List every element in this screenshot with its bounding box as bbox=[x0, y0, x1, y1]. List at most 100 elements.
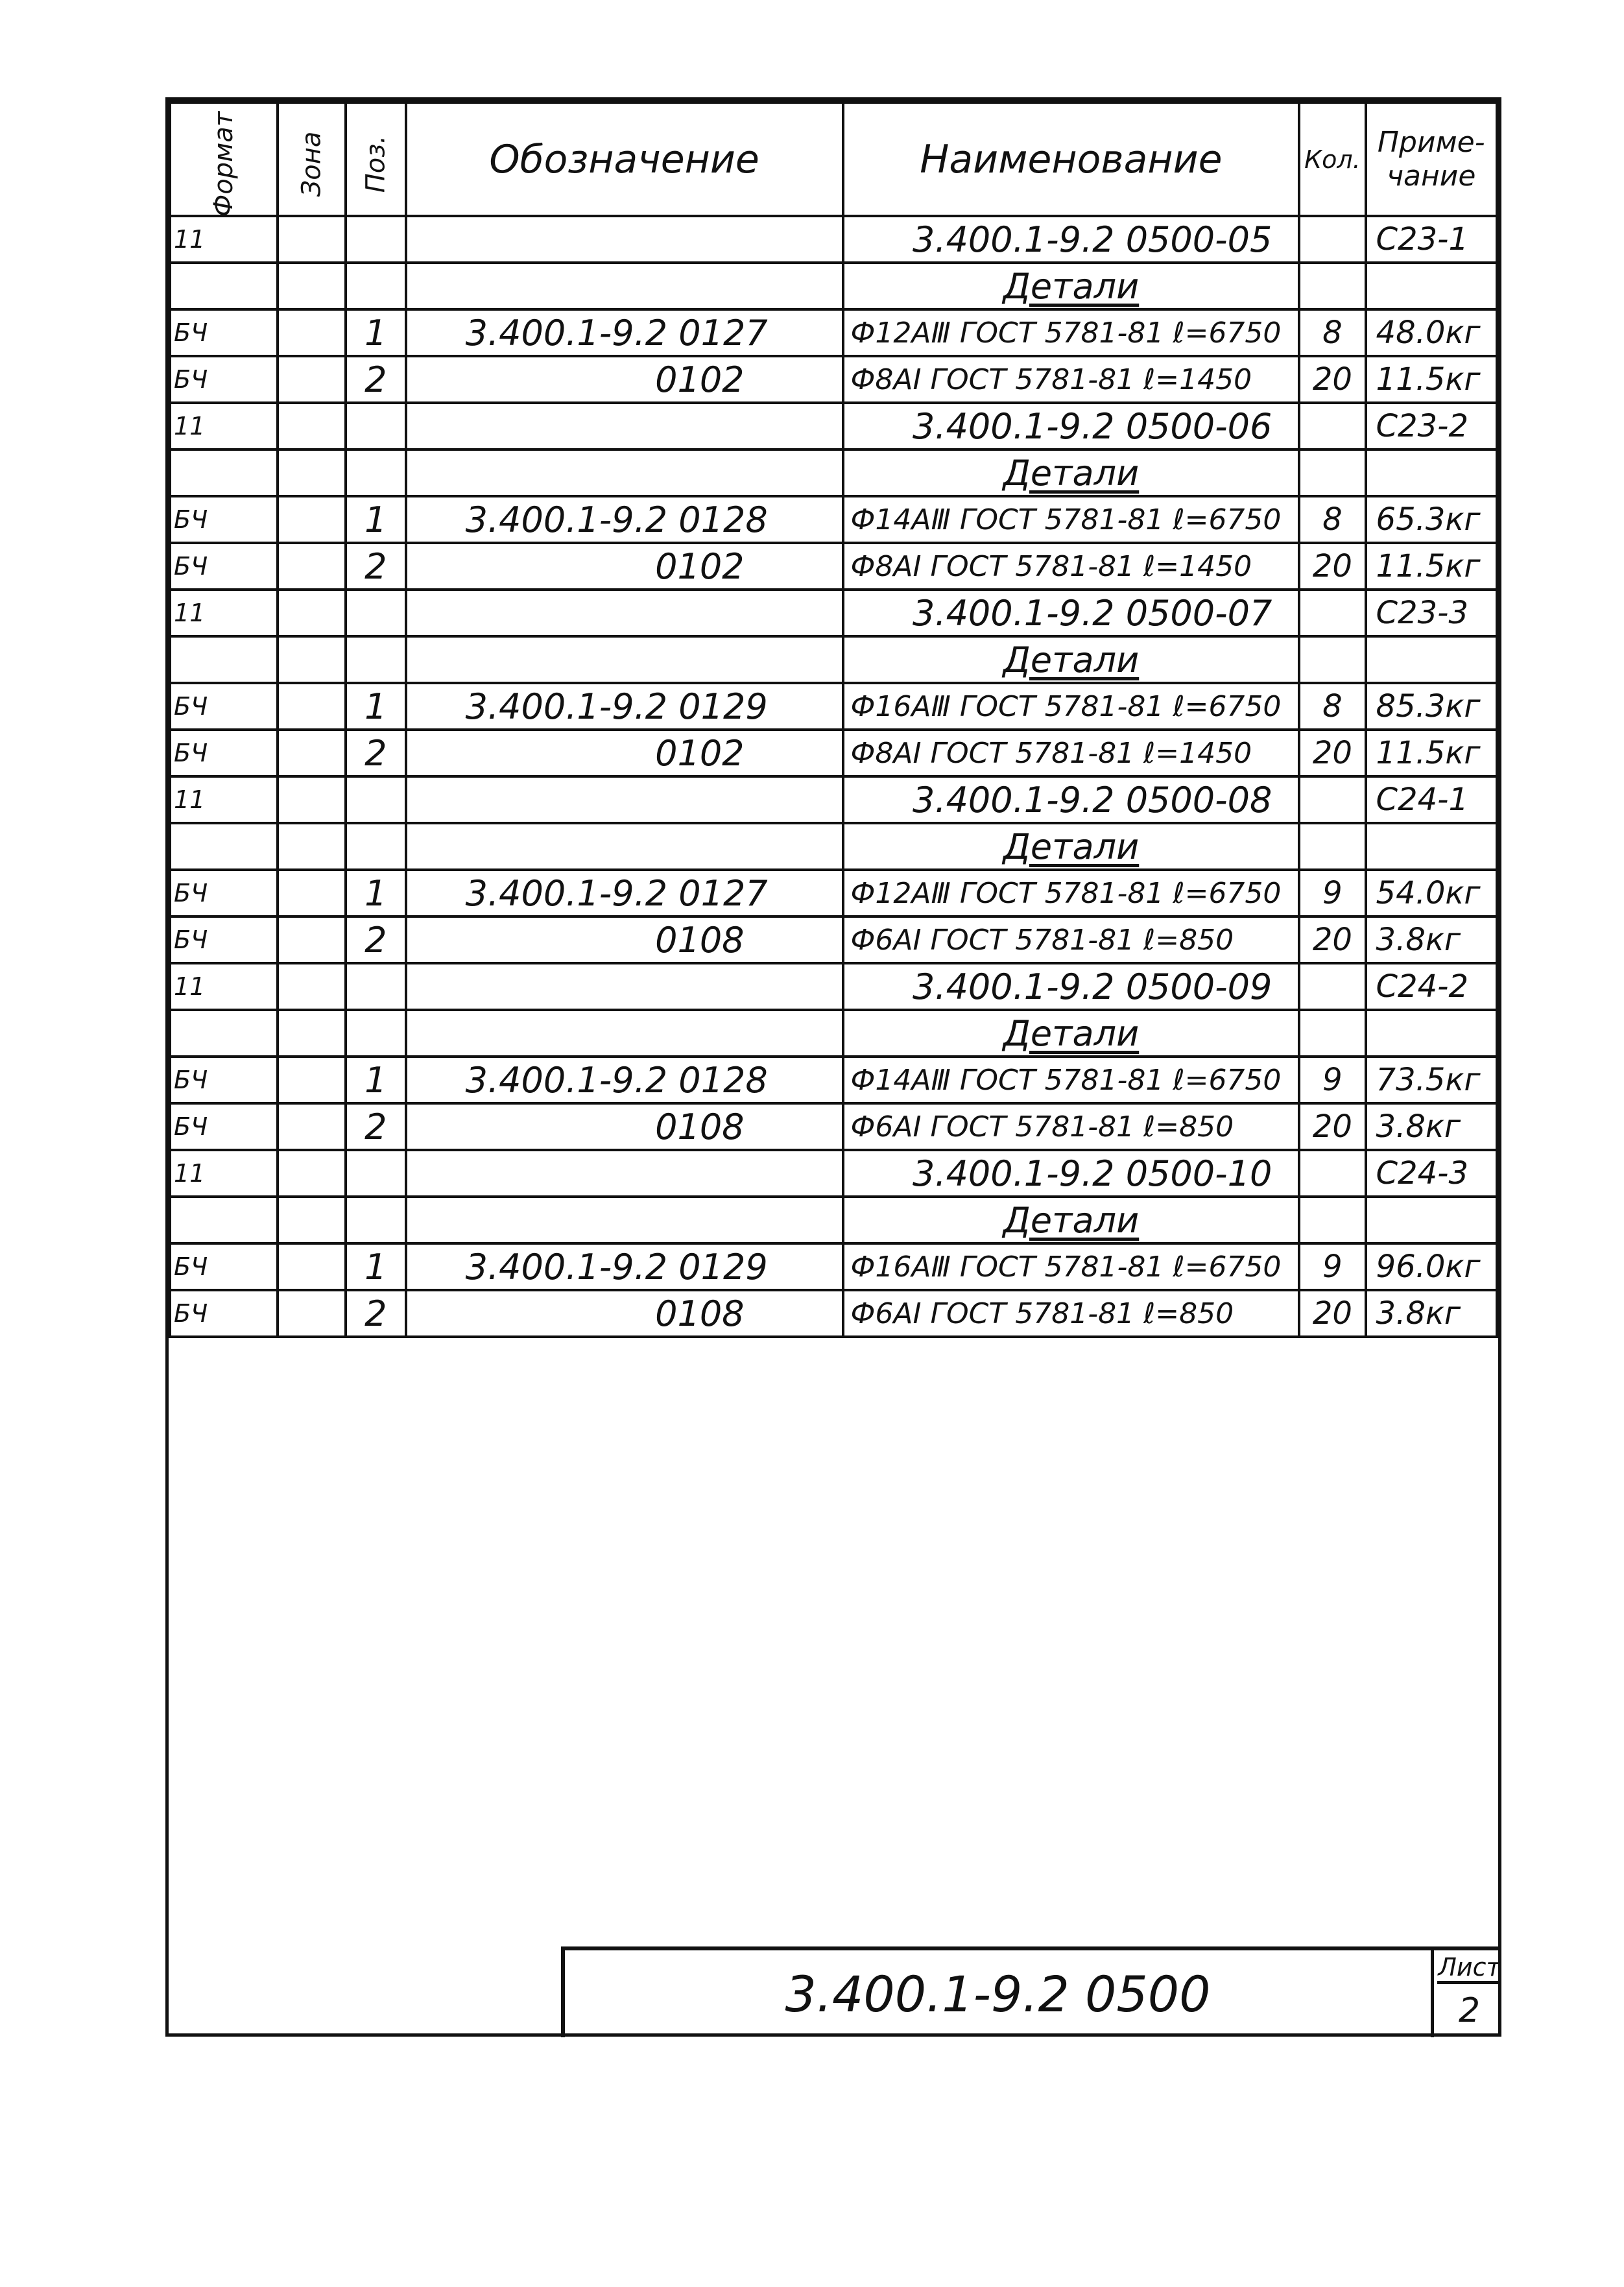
cell-zone bbox=[276, 355, 348, 404]
cell-name: 3.400.1-9.2 0500-10 bbox=[841, 1149, 1301, 1198]
cell-position: 2 bbox=[344, 728, 407, 778]
cell-quantity: 9 bbox=[1298, 1055, 1367, 1105]
cell-quantity bbox=[1298, 1009, 1367, 1058]
cell-designation bbox=[404, 962, 844, 1011]
cell-name: Ф8АⅠ ГОСТ 5781-81 ℓ=1450 bbox=[841, 728, 1301, 778]
cell-quantity: 20 bbox=[1298, 355, 1367, 404]
cell-name: Ф6АⅠ ГОСТ 5781-81 ℓ=850 bbox=[841, 1289, 1301, 1338]
cell-position bbox=[344, 1149, 407, 1198]
cell-note: С23-2 bbox=[1364, 401, 1499, 451]
cell-note: 11.5кг bbox=[1364, 355, 1499, 404]
cell-name: Ф6АⅠ ГОСТ 5781-81 ℓ=850 bbox=[841, 915, 1301, 964]
cell-name: Детали bbox=[841, 822, 1301, 871]
table-row: Детали bbox=[168, 448, 1499, 497]
cell-name: Ф14АⅢ ГОСТ 5781-81 ℓ=6750 bbox=[841, 1055, 1301, 1105]
cell-note: 85.3кг bbox=[1364, 682, 1499, 731]
cell-format bbox=[168, 1009, 280, 1058]
cell-designation: 0108 bbox=[404, 1289, 844, 1338]
cell-name: Ф16АⅢ ГОСТ 5781-81 ℓ=6750 bbox=[841, 682, 1301, 731]
cell-designation: 3.400.1-9.2 0128 bbox=[404, 495, 844, 544]
cell-zone bbox=[276, 448, 348, 497]
cell-format: БЧ bbox=[168, 355, 280, 404]
cell-name: Детали bbox=[841, 635, 1301, 684]
specification-table: Формат Зона Поз. Обозначение Наименовани… bbox=[168, 101, 1499, 1338]
cell-format: БЧ bbox=[168, 308, 280, 357]
cell-position bbox=[344, 1009, 407, 1058]
cell-quantity: 9 bbox=[1298, 1242, 1367, 1291]
cell-note: 3.8кг bbox=[1364, 1289, 1499, 1338]
table-row: Детали bbox=[168, 635, 1499, 684]
cell-designation: 0108 bbox=[404, 915, 844, 964]
sheet-label: Лист bbox=[1437, 1950, 1501, 1984]
cell-designation bbox=[404, 588, 844, 638]
cell-format: БЧ bbox=[168, 728, 280, 778]
cell-quantity: 20 bbox=[1298, 1289, 1367, 1338]
title-block: 3.400.1-9.2 0500 Лист 2 bbox=[561, 1946, 1501, 2037]
header-quantity: Кол. bbox=[1298, 101, 1367, 217]
cell-note: С24-2 bbox=[1364, 962, 1499, 1011]
cell-note: С24-1 bbox=[1364, 775, 1499, 824]
cell-designation bbox=[404, 215, 844, 264]
cell-note bbox=[1364, 1195, 1499, 1245]
cell-position bbox=[344, 401, 407, 451]
table-row: Детали bbox=[168, 1195, 1499, 1245]
cell-position: 1 bbox=[344, 495, 407, 544]
cell-note: 73.5кг bbox=[1364, 1055, 1499, 1105]
cell-position: 2 bbox=[344, 1102, 407, 1151]
cell-format: БЧ bbox=[168, 495, 280, 544]
cell-format: 11 bbox=[168, 962, 280, 1011]
header-note-text: Приме- чание bbox=[1377, 125, 1485, 193]
cell-zone bbox=[276, 1149, 348, 1198]
cell-designation bbox=[404, 448, 844, 497]
cell-designation bbox=[404, 1149, 844, 1198]
cell-position: 2 bbox=[344, 542, 407, 591]
cell-quantity: 8 bbox=[1298, 682, 1367, 731]
cell-position bbox=[344, 775, 407, 824]
cell-zone bbox=[276, 962, 348, 1011]
cell-note bbox=[1364, 448, 1499, 497]
cell-name: 3.400.1-9.2 0500-06 bbox=[841, 401, 1301, 451]
cell-note: 3.8кг bbox=[1364, 915, 1499, 964]
cell-quantity bbox=[1298, 1149, 1367, 1198]
cell-format: 11 bbox=[168, 215, 280, 264]
cell-name: Ф12АⅢ ГОСТ 5781-81 ℓ=6750 bbox=[841, 868, 1301, 918]
cell-quantity: 8 bbox=[1298, 495, 1367, 544]
cell-format: БЧ bbox=[168, 542, 280, 591]
cell-zone bbox=[276, 728, 348, 778]
cell-zone bbox=[276, 261, 348, 311]
cell-quantity: 9 bbox=[1298, 868, 1367, 918]
cell-position bbox=[344, 1195, 407, 1245]
table-row: 11 3.400.1-9.2 0500-06 С23-2 bbox=[168, 401, 1499, 451]
cell-name: Детали bbox=[841, 448, 1301, 497]
header-row: Формат Зона Поз. Обозначение Наименовани… bbox=[168, 101, 1499, 217]
cell-position: 2 bbox=[344, 1289, 407, 1338]
cell-format: 11 bbox=[168, 775, 280, 824]
cell-format bbox=[168, 635, 280, 684]
cell-format bbox=[168, 822, 280, 871]
cell-quantity bbox=[1298, 215, 1367, 264]
cell-format: 11 bbox=[168, 401, 280, 451]
table-row: Детали bbox=[168, 261, 1499, 311]
cell-designation bbox=[404, 1009, 844, 1058]
cell-position: 2 bbox=[344, 915, 407, 964]
cell-zone bbox=[276, 401, 348, 451]
cell-name: 3.400.1-9.2 0500-08 bbox=[841, 775, 1301, 824]
cell-designation bbox=[404, 261, 844, 311]
cell-zone bbox=[276, 1289, 348, 1338]
cell-quantity: 8 bbox=[1298, 308, 1367, 357]
cell-name: Ф6АⅠ ГОСТ 5781-81 ℓ=850 bbox=[841, 1102, 1301, 1151]
cell-format bbox=[168, 261, 280, 311]
cell-position: 2 bbox=[344, 355, 407, 404]
cell-zone bbox=[276, 1195, 348, 1245]
cell-zone bbox=[276, 588, 348, 638]
cell-designation bbox=[404, 401, 844, 451]
sheet-number: 2 bbox=[1458, 1991, 1481, 2030]
cell-format: БЧ bbox=[168, 868, 280, 918]
